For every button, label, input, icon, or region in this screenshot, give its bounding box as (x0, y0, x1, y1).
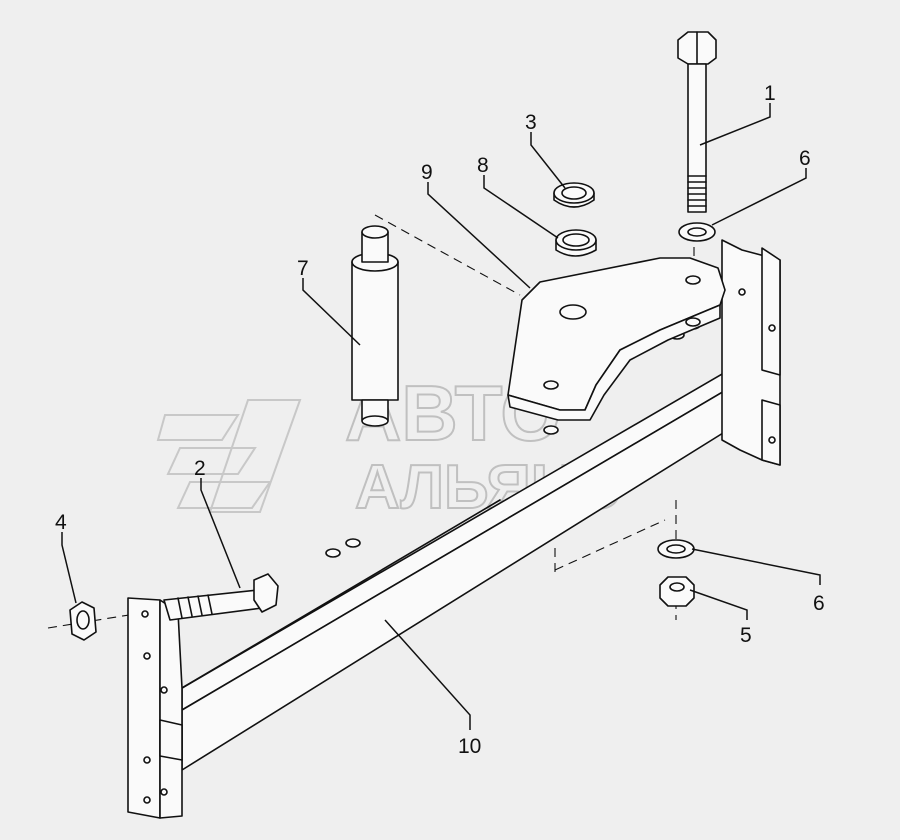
nut-part-4 (69, 601, 97, 641)
pin-part-7 (351, 225, 399, 427)
callout-2: 2 (194, 457, 206, 480)
bracket-part-9 (507, 257, 726, 421)
callout-6-bottom: 6 (813, 592, 825, 615)
callout-5: 5 (740, 624, 752, 647)
callout-leaders (61, 103, 821, 730)
washer-part-6-top (678, 222, 716, 242)
callout-10: 10 (458, 735, 481, 758)
callout-1: 1 (764, 82, 776, 105)
callout-4: 4 (55, 511, 67, 534)
bushing-part-8 (555, 229, 597, 257)
bolt-part-1 (677, 31, 717, 213)
callout-9: 9 (421, 161, 433, 184)
callout-8: 8 (477, 154, 489, 177)
washer-part-6-bottom (657, 539, 695, 559)
callout-3: 3 (525, 111, 537, 134)
watermark-emblem (156, 399, 302, 513)
callout-labels: 1 2 3 4 5 6 6 7 8 9 10 (55, 82, 825, 758)
right-end-plate (721, 239, 781, 466)
ring-nut-part-3 (553, 182, 595, 208)
watermark-logo (156, 399, 302, 513)
nut-part-5 (659, 576, 695, 607)
callout-6-top: 6 (799, 147, 811, 170)
callout-7: 7 (297, 257, 309, 280)
bolt-part-2 (163, 573, 279, 621)
left-end-plate (127, 597, 183, 819)
